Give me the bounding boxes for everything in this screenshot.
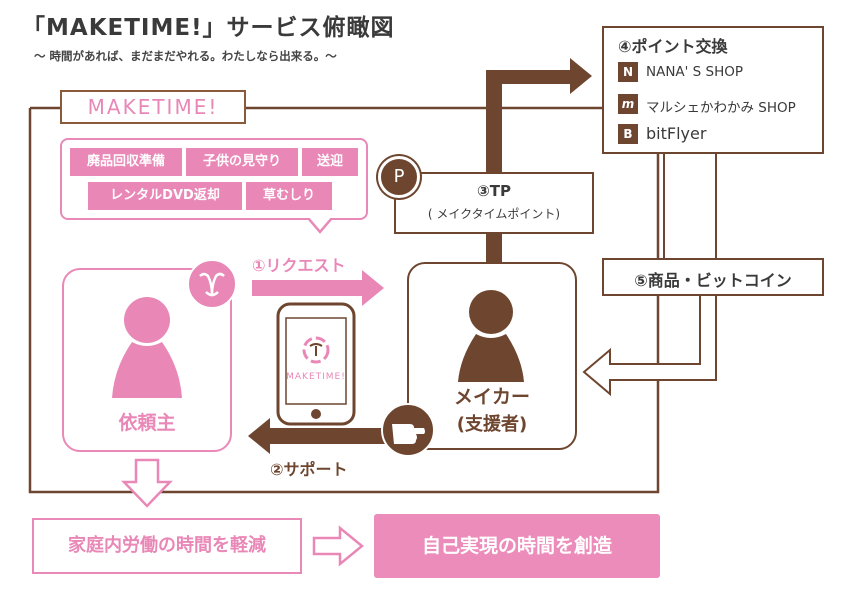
points-exchange-title: ④ポイント交換 <box>618 37 728 56</box>
request-arrow <box>252 270 384 306</box>
phone-brand: MAKETIME! <box>286 372 346 382</box>
tags-callout-pointer <box>308 218 332 234</box>
support-arrow <box>248 418 390 454</box>
tp-label: ③TP <box>477 182 511 200</box>
maker-label: メイカー <box>453 386 530 408</box>
points-exchange-box <box>602 26 824 154</box>
reduce-housework-box: 家庭内労働の時間を軽減 <box>32 518 302 574</box>
maketime-logo: MAKETIME! <box>60 90 246 124</box>
client-person-icon <box>112 297 182 398</box>
shop-label: NANA' S SHOP <box>646 64 744 80</box>
goods-arrow <box>582 296 717 397</box>
result-arrow <box>312 525 364 567</box>
request-label: ①リクエスト <box>252 256 346 275</box>
shop-label: マルシェかわかみ SHOP <box>646 100 796 116</box>
tp-sublabel: ( メイクタイムポイント) <box>427 207 561 221</box>
point-coin-icon: P <box>378 156 420 198</box>
points-arrow <box>486 58 592 172</box>
pointing-hand-icon <box>381 403 435 457</box>
bitcoin-icon: B <box>618 124 638 144</box>
smartphone-icon <box>276 302 356 426</box>
request-tag: 草むしり <box>246 182 332 210</box>
page-subtitle: 〜 時間があれば、まだまだやれる。わたしなら出来る。〜 <box>34 49 337 63</box>
maker-person-icon <box>458 290 524 382</box>
tp-connector <box>486 234 502 264</box>
create-self-time-box: 自己実現の時間を創造 <box>374 514 660 578</box>
tp-box <box>394 172 594 234</box>
client-label: 依頼主 <box>118 412 176 434</box>
goods-box <box>602 258 824 296</box>
request-tag: レンタルDVD返却 <box>88 182 242 210</box>
support-label: ②サポート <box>270 460 348 479</box>
heart-icon <box>187 259 237 309</box>
goods-label: ⑤商品・ビットコイン <box>634 271 792 290</box>
marche-shop-icon: m <box>618 94 638 114</box>
down-arrow <box>121 458 173 508</box>
page-title: 「MAKETIME!」サービス俯瞰図 <box>22 15 395 41</box>
shop-label: bitFlyer <box>646 124 707 143</box>
request-tag: 送迎 <box>302 148 358 176</box>
nana-shop-icon: N <box>618 62 638 82</box>
request-tag: 子供の見守り <box>186 148 298 176</box>
maker-sublabel: (支援者) <box>456 414 528 435</box>
goods-connector-left <box>663 154 717 258</box>
outer-frame <box>28 108 660 494</box>
request-tag: 廃品回収準備 <box>70 148 182 176</box>
